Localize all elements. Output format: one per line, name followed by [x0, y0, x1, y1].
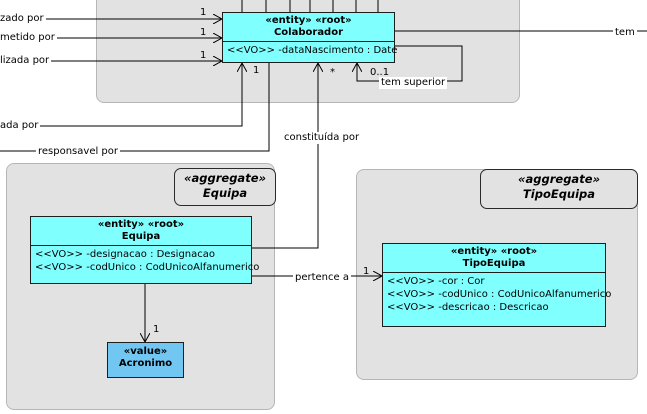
tipoequipa-class[interactable]: «entity» «root» TipoEquipa <<VO>> -cor :… — [382, 243, 612, 327]
mult-star: * — [330, 67, 335, 78]
equipa-attr: <<VO>> -designacao : Designacao — [35, 249, 216, 260]
equipa-aggregate-title: «aggregate» Equipa — [174, 168, 276, 206]
acronimo-stereotype: «value» — [123, 346, 168, 357]
colaborador-name: Colaborador — [273, 27, 344, 38]
equipa-aggregate-stereotype: «aggregate» — [184, 171, 266, 185]
equipa-attr: <<VO>> -codUnico : CodUnicoAlfanumerico — [35, 262, 260, 273]
assoc-responsavel-por — [0, 63, 270, 152]
label-pertence-a: pertence a — [293, 272, 351, 284]
label-submetido-por: metido por — [0, 32, 57, 44]
tipoequipa-aggregate-name: TipoEquipa — [522, 187, 596, 201]
mult-acronimo: 1 — [153, 324, 160, 335]
label-responsavel-por: responsavel por — [36, 146, 120, 158]
equipa-name: Equipa — [121, 231, 161, 242]
colaborador-attributes: <<VO>> -dataNascimento : Date — [223, 42, 398, 59]
mult-submetido: 1 — [200, 27, 207, 38]
tipoequipa-header: «entity» «root» TipoEquipa — [383, 244, 605, 273]
assoc-tem-superior — [357, 45, 463, 82]
acronimo-header: «value» Acronimo — [108, 343, 183, 372]
equipa-class[interactable]: «entity» «root» Equipa <<VO>> -designaca… — [30, 216, 260, 284]
mult-realizado: 1 — [200, 7, 207, 18]
colaborador-attr: <<VO>> -dataNascimento : Date — [227, 45, 398, 56]
colaborador-class[interactable]: «entity» «root» Colaborador <<VO>> -data… — [222, 12, 398, 63]
label-utilizada-por: lizada por — [0, 55, 52, 67]
assoc-constituida-por — [252, 63, 318, 249]
acronimo-class[interactable]: «value» Acronimo — [107, 342, 184, 378]
mult-pertence: 1 — [363, 266, 370, 277]
label-tem-superior: tem superior — [379, 77, 448, 89]
acronimo-name: Acronimo — [118, 358, 173, 369]
label-realizado-por: zado por — [0, 13, 46, 25]
label-ada-por: ada por — [0, 120, 41, 132]
mult-utilizada: 1 — [200, 50, 207, 61]
tipoequipa-name: TipoEquipa — [462, 258, 526, 269]
tipoequipa-attr: <<VO>> -codUnico : CodUnicoAlfanumerico — [387, 289, 612, 300]
colaborador-header: «entity» «root» Colaborador — [223, 13, 394, 42]
tipoequipa-aggregate-stereotype: «aggregate» — [518, 172, 600, 186]
label-constituida-por: constituída por — [282, 132, 362, 144]
colaborador-stereotype: «entity» «root» — [265, 15, 352, 26]
equipa-aggregate-name: Equipa — [202, 186, 248, 200]
tipoequipa-attr: <<VO>> -cor : Cor — [387, 276, 485, 287]
mult-ada: 1 — [253, 65, 260, 76]
label-tem: tem — [613, 27, 637, 39]
tipoequipa-attributes: <<VO>> -cor : Cor <<VO>> -codUnico : Cod… — [383, 273, 612, 316]
tipoequipa-attr: <<VO>> -descricao : Descricao — [387, 302, 549, 313]
tipoequipa-aggregate-title: «aggregate» TipoEquipa — [480, 169, 638, 209]
mult-zero-one: 0..1 — [370, 67, 390, 78]
equipa-header: «entity» «root» Equipa — [31, 217, 251, 246]
assoc-ada-por — [0, 63, 242, 127]
tipoequipa-stereotype: «entity» «root» — [450, 246, 538, 257]
equipa-attributes: <<VO>> -designacao : Designacao <<VO>> -… — [31, 246, 260, 276]
equipa-stereotype: «entity» «root» — [97, 219, 185, 230]
